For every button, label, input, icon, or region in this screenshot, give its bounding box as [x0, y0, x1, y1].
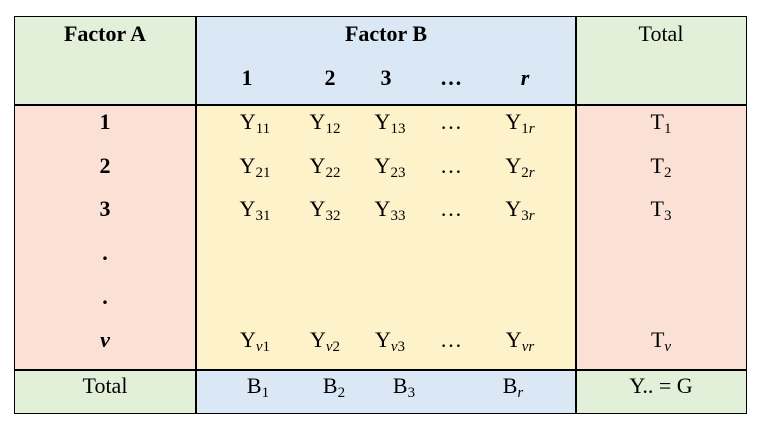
- a-level: .: [102, 240, 108, 265]
- column-total-value: B2: [322, 373, 346, 401]
- observation-value: …: [440, 153, 462, 178]
- observation-value: Y21: [239, 153, 271, 181]
- row-total-value: T1: [650, 109, 672, 137]
- divider-h1: [14, 104, 747, 106]
- column-totals-cell: [196, 370, 576, 413]
- divider-h2: [14, 369, 747, 371]
- b-level: 3: [380, 65, 392, 90]
- observations-cell: [196, 105, 576, 370]
- observation-value: Y33: [374, 196, 406, 224]
- row-total-value: T3: [650, 196, 672, 224]
- observation-value: …: [440, 327, 462, 352]
- column-total-value: Br: [502, 373, 524, 401]
- factor-a-header-cell: [14, 17, 196, 105]
- observation-value: Yv3: [374, 327, 406, 355]
- factor-b-header: Factor B: [344, 21, 428, 46]
- b-level: r: [520, 65, 530, 90]
- b-level: 1: [241, 65, 253, 90]
- observation-value: Y31: [239, 196, 271, 224]
- a-level: 3: [99, 196, 111, 221]
- factor-a-levels-cell: [14, 105, 196, 370]
- a-level: .: [102, 284, 108, 309]
- table-border: [14, 16, 747, 414]
- total-header-cell: [576, 17, 746, 105]
- factor-a-header: Factor A: [63, 21, 147, 46]
- grand-total-cell: [576, 370, 746, 413]
- observation-value: …: [440, 196, 462, 221]
- column-total-value: B3: [392, 373, 416, 401]
- observation-value: Y1r: [505, 109, 535, 137]
- observation-value: Yv1: [239, 327, 271, 355]
- a-level: 2: [99, 153, 111, 178]
- row-totals-cell: [576, 105, 746, 370]
- b-level: 2: [324, 65, 336, 90]
- factor-b-header-cell: [196, 17, 576, 105]
- row-total-value: Tv: [650, 327, 672, 355]
- column-total-value: B1: [246, 373, 270, 401]
- observation-value: Yv2: [309, 327, 341, 355]
- observation-value: Y32: [309, 196, 341, 224]
- total-row-label: Total: [82, 373, 128, 398]
- observation-value: …: [440, 109, 462, 134]
- grand-total: Y.. = G: [629, 373, 693, 398]
- observation-value: Y11: [239, 109, 271, 137]
- a-level: 1: [99, 109, 111, 134]
- observation-value: Y13: [374, 109, 406, 137]
- observation-value: Y22: [309, 153, 341, 181]
- total-row-label-cell: [14, 370, 196, 413]
- a-level: v: [100, 327, 110, 352]
- row-total-value: T2: [650, 153, 672, 181]
- observation-value: Y3r: [505, 196, 535, 224]
- observation-value: Y23: [374, 153, 406, 181]
- total-header: Total: [638, 21, 684, 46]
- observation-value: Yvr: [505, 327, 535, 355]
- divider-v1: [195, 16, 197, 414]
- divider-v2: [575, 16, 577, 414]
- observation-value: Y2r: [505, 153, 535, 181]
- b-level: …: [440, 65, 462, 90]
- observation-value: Y12: [309, 109, 341, 137]
